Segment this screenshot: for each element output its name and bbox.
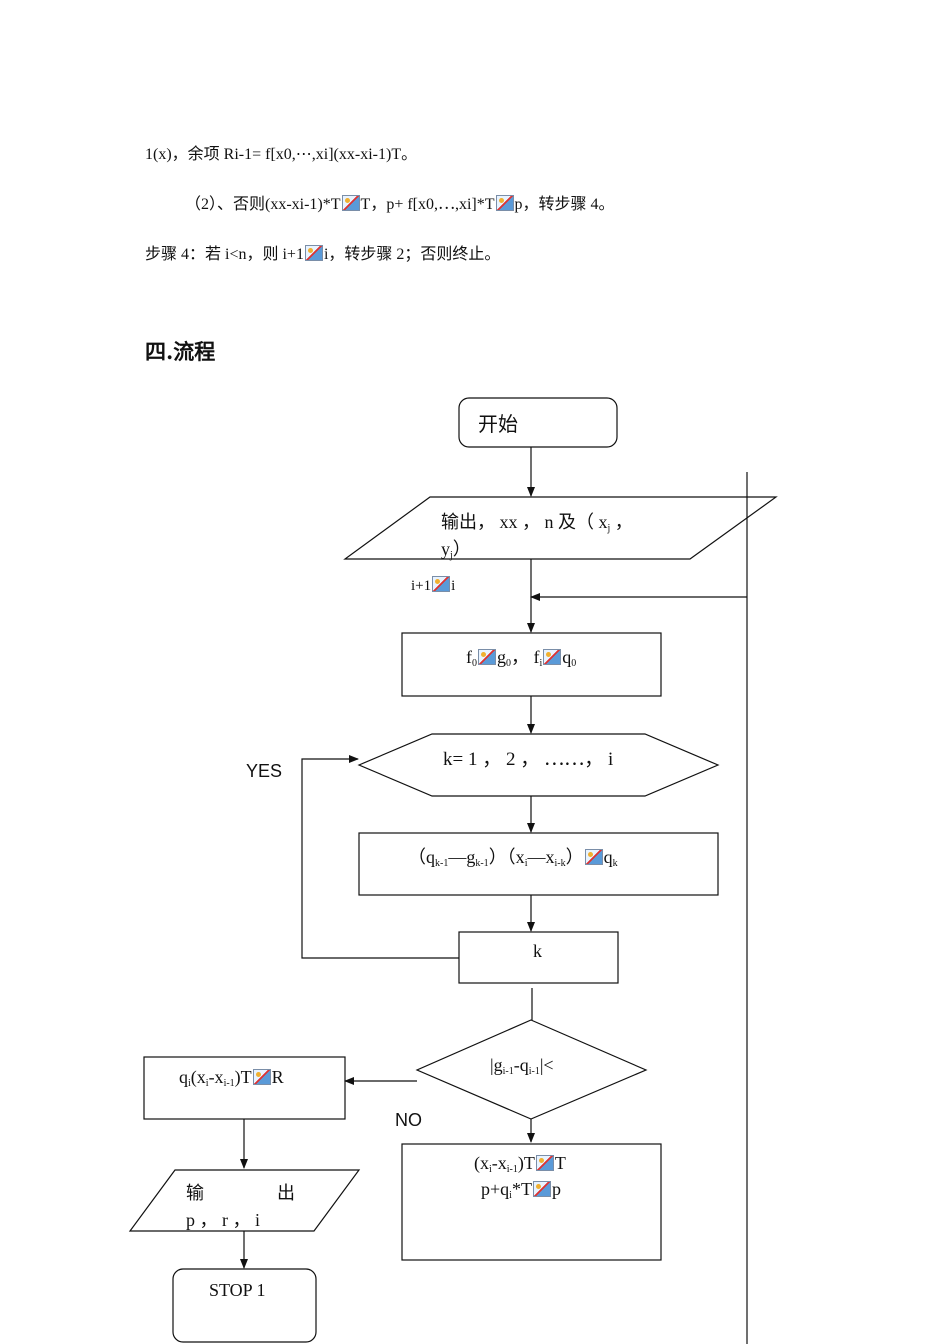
input-label-line1: 输出， xx ， n 及（ xj ，	[441, 508, 633, 534]
update-text: )T	[517, 1153, 535, 1173]
broken-image-icon	[304, 245, 323, 261]
init-subscript: 0	[472, 658, 477, 669]
decision-subscript: i-1	[502, 1066, 514, 1077]
broken-image-icon	[532, 1181, 551, 1197]
calc-subscript: k-1	[435, 858, 449, 869]
input-text: y	[441, 539, 450, 559]
init-text: g	[497, 647, 506, 667]
yes-label: YES	[246, 761, 283, 781]
yes-loop-line	[301, 755, 459, 959]
paragraph-else: （2）、否则(xx-xi-1)*T T，p+ f[x0,⋯,xi]*T p，转步骤 …	[185, 190, 615, 214]
init-subscript: 0	[571, 658, 577, 669]
output-label-line1a: 输	[186, 1183, 204, 1203]
input-subscript: j	[607, 523, 611, 534]
broken-image-icon	[432, 576, 451, 592]
decision-text: |<	[539, 1055, 554, 1075]
broken-image-icon	[478, 649, 496, 665]
input-parallelogram	[343, 496, 778, 560]
k-label: k	[533, 941, 542, 961]
output-label-line1b: 出	[277, 1183, 295, 1203]
update-text: T	[554, 1153, 566, 1173]
calc-text: ）	[565, 847, 584, 867]
input-label-line2: yj）	[441, 535, 471, 561]
decision-text: -q	[513, 1055, 529, 1075]
remainder-text: R	[271, 1067, 284, 1087]
calc-text: （q	[408, 847, 435, 867]
calc-box	[358, 832, 719, 896]
broken-image-icon	[584, 849, 603, 865]
remainder-text: q	[179, 1067, 188, 1087]
remainder-subscript: i	[205, 1078, 209, 1089]
remainder-text: (x	[190, 1067, 206, 1087]
stop-terminator	[172, 1268, 317, 1343]
init-subscript: 0	[506, 658, 511, 669]
init-text: f	[466, 647, 472, 667]
init-text: ， f	[511, 647, 540, 667]
paragraph-step4: 步骤 4：若 i<n，则 i+1 i，转步骤 2；否则终止。	[145, 240, 500, 264]
calc-subscript: i-k	[554, 858, 566, 869]
update-subscript: i	[489, 1164, 492, 1175]
calc-text: ）（x	[488, 847, 525, 867]
update-text: -x	[491, 1153, 507, 1173]
loop-text: i	[451, 578, 456, 594]
stop-label: STOP 1	[209, 1280, 266, 1300]
output-label-line2: p ， r ， i	[186, 1210, 260, 1230]
broken-image-icon	[543, 649, 562, 665]
paragraph-remainder: 1(x)，余项 Ri-1= f[x0,⋯,xi](xx-xi-1)T。	[145, 140, 417, 164]
paragraph-text: i，转步骤 2；否则终止。	[323, 246, 501, 263]
remainder-text: )T	[234, 1067, 252, 1087]
calc-subscript: k-1	[475, 858, 489, 869]
decision-label: |gi-1-qi-1|<	[490, 1055, 554, 1077]
calc-text: —x	[527, 847, 555, 867]
calc-text: q	[603, 847, 613, 867]
update-label-t: (xi-xi-1)T T	[474, 1153, 566, 1175]
update-subscript: i-1	[506, 1164, 518, 1175]
decision-text: |g	[490, 1055, 503, 1075]
update-text: p	[551, 1179, 561, 1199]
paragraph-text: 1(x)，余项 Ri-1= f[x0,⋯,xi](xx-xi-1)T。	[145, 146, 418, 163]
remainder-subscript: i	[188, 1078, 191, 1089]
input-text: ，	[610, 512, 633, 532]
start-label: 开始	[478, 414, 518, 436]
init-text: q	[562, 647, 572, 667]
no-label: NO	[395, 1110, 422, 1130]
section-heading: 四.流程	[145, 339, 216, 364]
start-terminator	[458, 397, 618, 448]
paragraph-text: （2）、否则(xx-xi-1)*T	[185, 196, 341, 213]
decision-subscript: i-1	[528, 1066, 540, 1077]
init-subscript: i	[539, 658, 543, 669]
output-parallelogram	[128, 1169, 361, 1232]
update-subscript: i	[509, 1190, 512, 1201]
broken-image-icon	[252, 1069, 271, 1085]
update-box	[401, 1143, 662, 1261]
loop-increment-label: i+1 i	[411, 576, 455, 595]
update-label-p: p+qi*T p	[481, 1179, 561, 1201]
input-text: ）	[452, 539, 471, 559]
remainder-text: -x	[208, 1067, 224, 1087]
update-text: p+q	[481, 1179, 510, 1199]
calc-subscript: i	[524, 858, 528, 869]
loop-text: i+1	[411, 578, 432, 594]
update-text: *T	[511, 1179, 532, 1199]
input-text: 输出， xx ， n 及（ x	[441, 512, 608, 532]
loop-condition-label: k= 1 ， 2 ， ⋯⋯， i	[443, 749, 614, 770]
paragraph-text: T，p+ f[x0,⋯,xi]*T	[360, 196, 495, 213]
remainder-subscript: i-1	[223, 1078, 235, 1089]
paragraph-text: 步骤 4：若 i<n，则 i+1	[145, 246, 304, 263]
broken-image-icon	[535, 1155, 554, 1171]
calc-subscript: k	[612, 858, 618, 869]
broken-image-icon	[341, 195, 360, 211]
broken-image-icon	[495, 195, 514, 211]
calc-label: （qk-1—gk-1）（xi—xi-k）qk	[408, 843, 618, 869]
calc-text: —g	[448, 847, 476, 867]
input-subscript: j	[450, 550, 453, 561]
update-text: (x	[474, 1153, 489, 1173]
loop-hexagon	[357, 733, 720, 797]
paragraph-text: p，转步骤 4。	[514, 196, 615, 213]
